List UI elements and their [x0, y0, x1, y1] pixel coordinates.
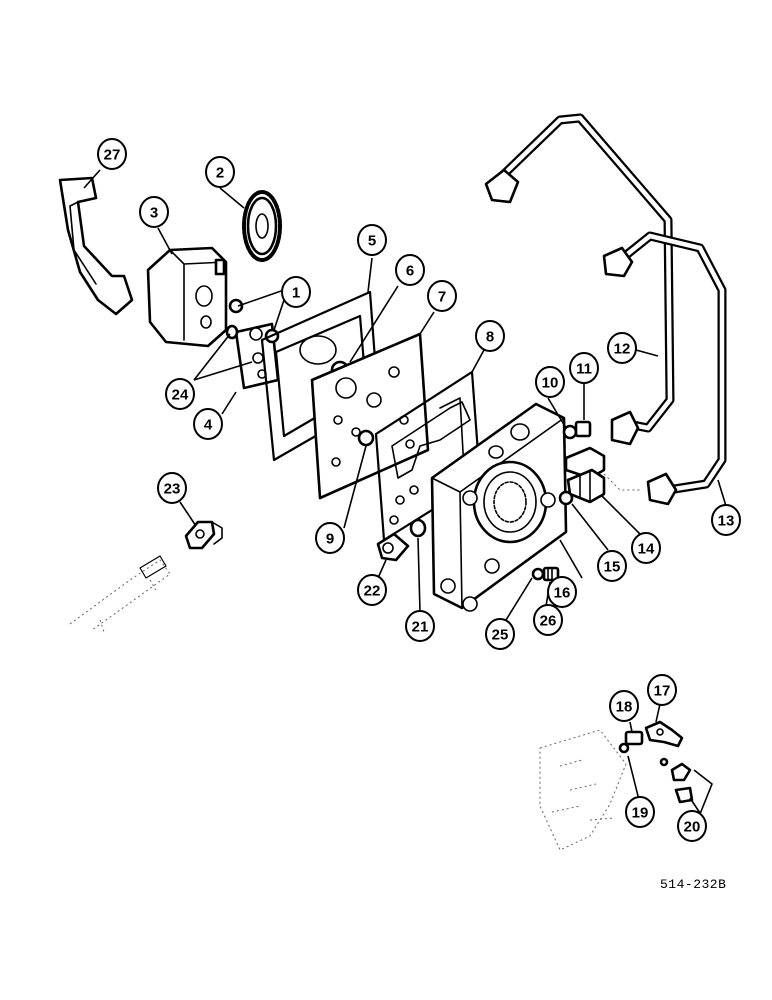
callout-9: 9 — [315, 522, 345, 554]
part-12-pipe — [484, 113, 675, 446]
part-26-plug — [542, 566, 560, 582]
callout-label: 22 — [364, 583, 381, 600]
callout-3: 3 — [139, 196, 169, 228]
callout-label: 18 — [616, 699, 633, 716]
background-outline-right — [539, 729, 627, 851]
callout-label: 7 — [438, 289, 446, 306]
part-18-adapter — [624, 730, 644, 746]
callout-8: 8 — [475, 320, 505, 352]
callout-11: 11 — [569, 352, 599, 384]
callout-label: 26 — [540, 613, 557, 630]
part-11-plug — [574, 420, 592, 438]
callout-label: 11 — [576, 361, 592, 378]
callout-7: 7 — [427, 280, 457, 312]
callout-label: 17 — [654, 683, 671, 700]
part-16-housing — [430, 402, 568, 612]
callout-27: 27 — [97, 138, 127, 170]
callout-4: 4 — [193, 408, 223, 440]
callout-label: 3 — [150, 205, 158, 222]
callout-label: 6 — [406, 263, 414, 280]
callout-label: 12 — [614, 341, 631, 358]
callout-12: 12 — [607, 332, 637, 364]
leader-lines — [83, 169, 727, 817]
callout-15: 15 — [597, 550, 627, 582]
part-8-ring — [357, 429, 375, 447]
callout-label: 4 — [204, 417, 213, 434]
part-19-ring — [618, 742, 630, 754]
callout-26: 26 — [533, 604, 563, 636]
part-21-ring — [409, 518, 427, 538]
callout-label: 1 — [292, 285, 300, 302]
callout-6: 6 — [395, 254, 425, 286]
part-20-fitting — [659, 757, 694, 804]
callout-23: 23 — [157, 472, 187, 504]
background-outline-left — [69, 555, 171, 633]
callout-label: 20 — [684, 819, 701, 836]
callout-label: 2 — [216, 165, 224, 182]
callout-label: 19 — [632, 805, 649, 822]
part-3-pump — [146, 246, 228, 348]
callout-13: 13 — [711, 504, 741, 536]
callout-25: 25 — [485, 618, 515, 650]
callout-22: 22 — [357, 574, 387, 606]
callout-18: 18 — [609, 690, 639, 722]
callout-2: 2 — [205, 156, 235, 188]
callout-16: 16 — [547, 576, 577, 608]
callout-17: 17 — [647, 674, 677, 706]
callout-label: 21 — [412, 619, 429, 636]
part-23-elbow — [184, 520, 223, 550]
callout-label: 15 — [604, 559, 621, 576]
part-7-plate — [310, 332, 430, 500]
callout-label: 8 — [486, 329, 494, 346]
callout-10: 10 — [535, 366, 565, 398]
reference-code: 514-232B — [660, 877, 726, 892]
part-4-plate — [225, 298, 280, 390]
callout-label: 5 — [368, 233, 376, 250]
callout-24: 24 — [165, 378, 195, 410]
part-27-bracket — [58, 176, 134, 316]
callout-label: 24 — [172, 387, 189, 404]
part-13-pipe — [602, 231, 727, 506]
callout-label: 16 — [554, 585, 571, 602]
callout-19: 19 — [625, 796, 655, 828]
callout-20: 20 — [677, 810, 707, 842]
part-2-gear — [242, 190, 282, 262]
callout-1: 1 — [281, 276, 311, 308]
part-25-ring — [531, 567, 545, 581]
part-17-elbow — [644, 720, 684, 748]
callout-label: 13 — [718, 513, 735, 530]
callout-label: 10 — [542, 375, 559, 392]
part-15-ring — [558, 490, 574, 506]
callout-balloons: 1234567891011121314151617181920212223242… — [97, 138, 741, 842]
callout-21: 21 — [405, 610, 435, 642]
callout-label: 27 — [104, 147, 121, 164]
callout-label: 25 — [492, 627, 509, 644]
part-22-fitting — [376, 532, 410, 562]
callout-5: 5 — [357, 224, 387, 256]
callout-label: 23 — [164, 481, 181, 498]
part-14-fitting — [564, 446, 606, 504]
callout-label: 14 — [638, 541, 655, 558]
callout-label: 9 — [326, 531, 334, 548]
callout-14: 14 — [631, 532, 661, 564]
